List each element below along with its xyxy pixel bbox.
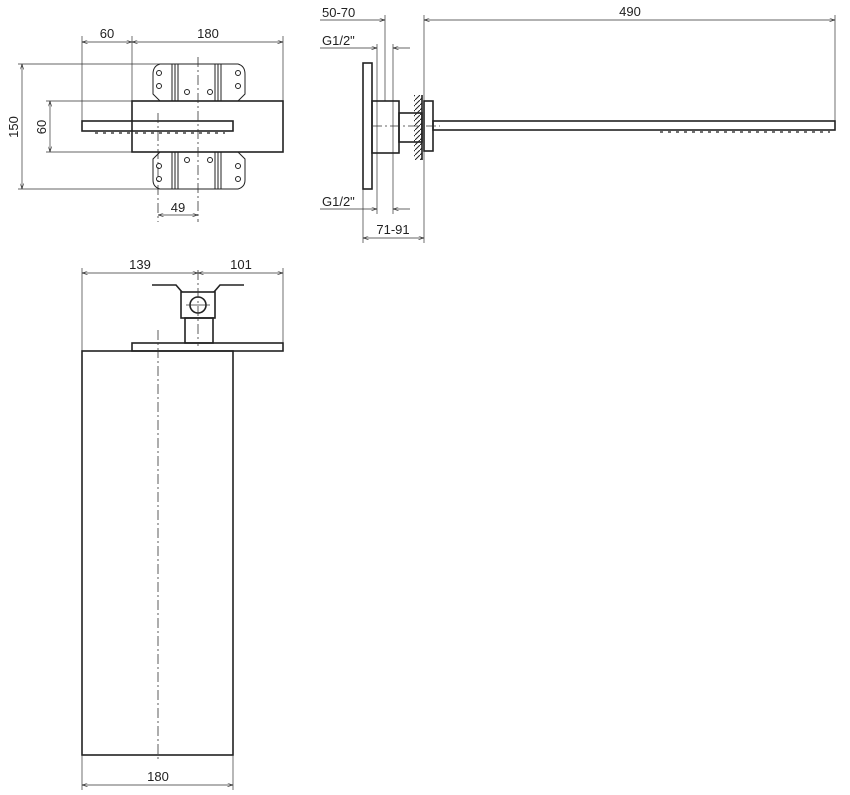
wall-hatch — [414, 95, 422, 160]
dim-label-body-height: 60 — [34, 120, 49, 134]
shower-head-body — [81, 350, 234, 756]
shower-arm-side — [432, 120, 836, 131]
mounting-bracket-top — [152, 63, 246, 102]
side-view: 50-70 490 G1/2" G1/2" 71-91 — [320, 4, 836, 243]
mounting-bracket-bottom — [152, 151, 246, 190]
dim-label-projection: 71-91 — [376, 222, 409, 237]
valve-body — [131, 100, 284, 153]
dim-label-offset: 49 — [171, 200, 185, 215]
dim-label-bottom-width: 180 — [147, 769, 169, 784]
dim-label-overhang: 60 — [100, 26, 114, 41]
dim-label-left: 139 — [129, 257, 151, 272]
dim-label-height: 150 — [6, 116, 21, 138]
mounting-plate — [131, 342, 284, 352]
dim-label-width: 180 — [197, 26, 219, 41]
thread-label-top: G1/2" — [322, 33, 355, 48]
wall-plate — [362, 62, 373, 190]
dim-label-wall-depth: 50-70 — [322, 5, 355, 20]
front-view: 139 101 180 — [81, 257, 284, 790]
valve-body-side — [371, 100, 400, 154]
thread-label-bottom: G1/2" — [322, 194, 355, 209]
shower-arm — [81, 120, 234, 132]
dim-label-arm-length: 490 — [619, 4, 641, 19]
dim-label-right: 101 — [230, 257, 252, 272]
top-view: 60 180 150 60 49 — [6, 26, 284, 222]
